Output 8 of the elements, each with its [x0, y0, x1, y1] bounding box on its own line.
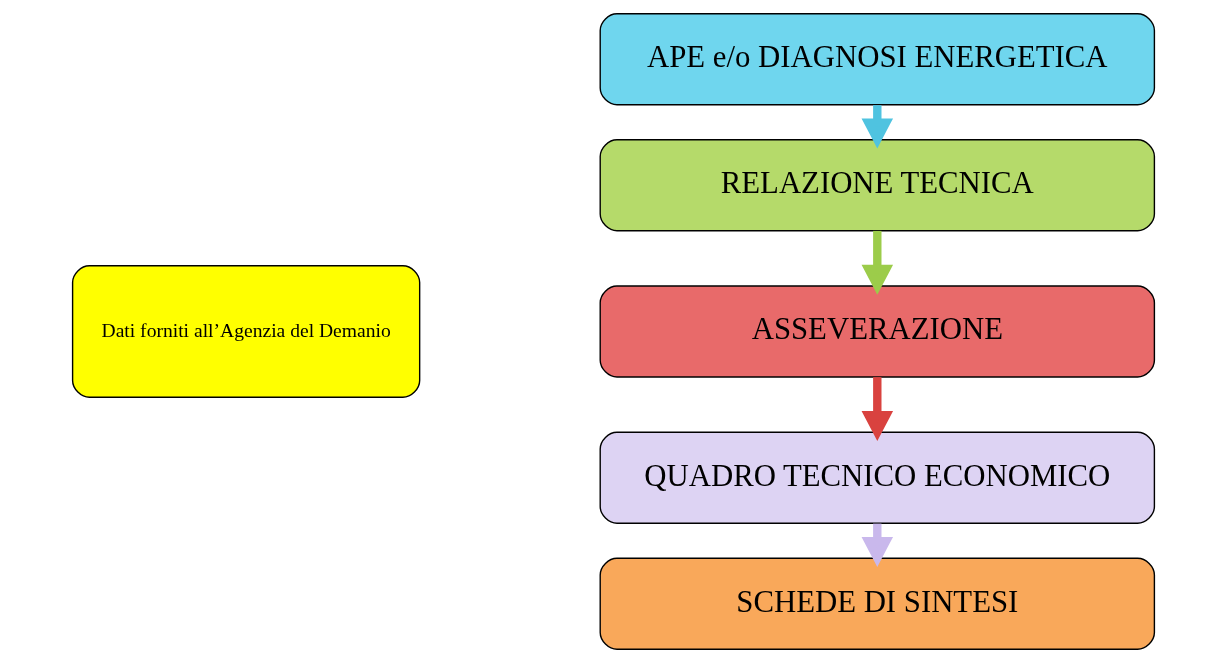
- arrow: [861, 377, 894, 442]
- node-box: Dati forniti all’Agenzia del Demanio: [71, 265, 421, 398]
- node-box: QUADRO TECNICO ECONOMICO: [599, 431, 1156, 524]
- node-box: APE e/o DIAGNOSI ENERGETICA: [599, 13, 1156, 106]
- arrow: [861, 230, 894, 295]
- node-box: RELAZIONE TECNICA: [599, 139, 1156, 232]
- node-box: SCHEDE DI SINTESI: [599, 557, 1156, 650]
- node-box: ASSEVERAZIONE: [599, 285, 1156, 378]
